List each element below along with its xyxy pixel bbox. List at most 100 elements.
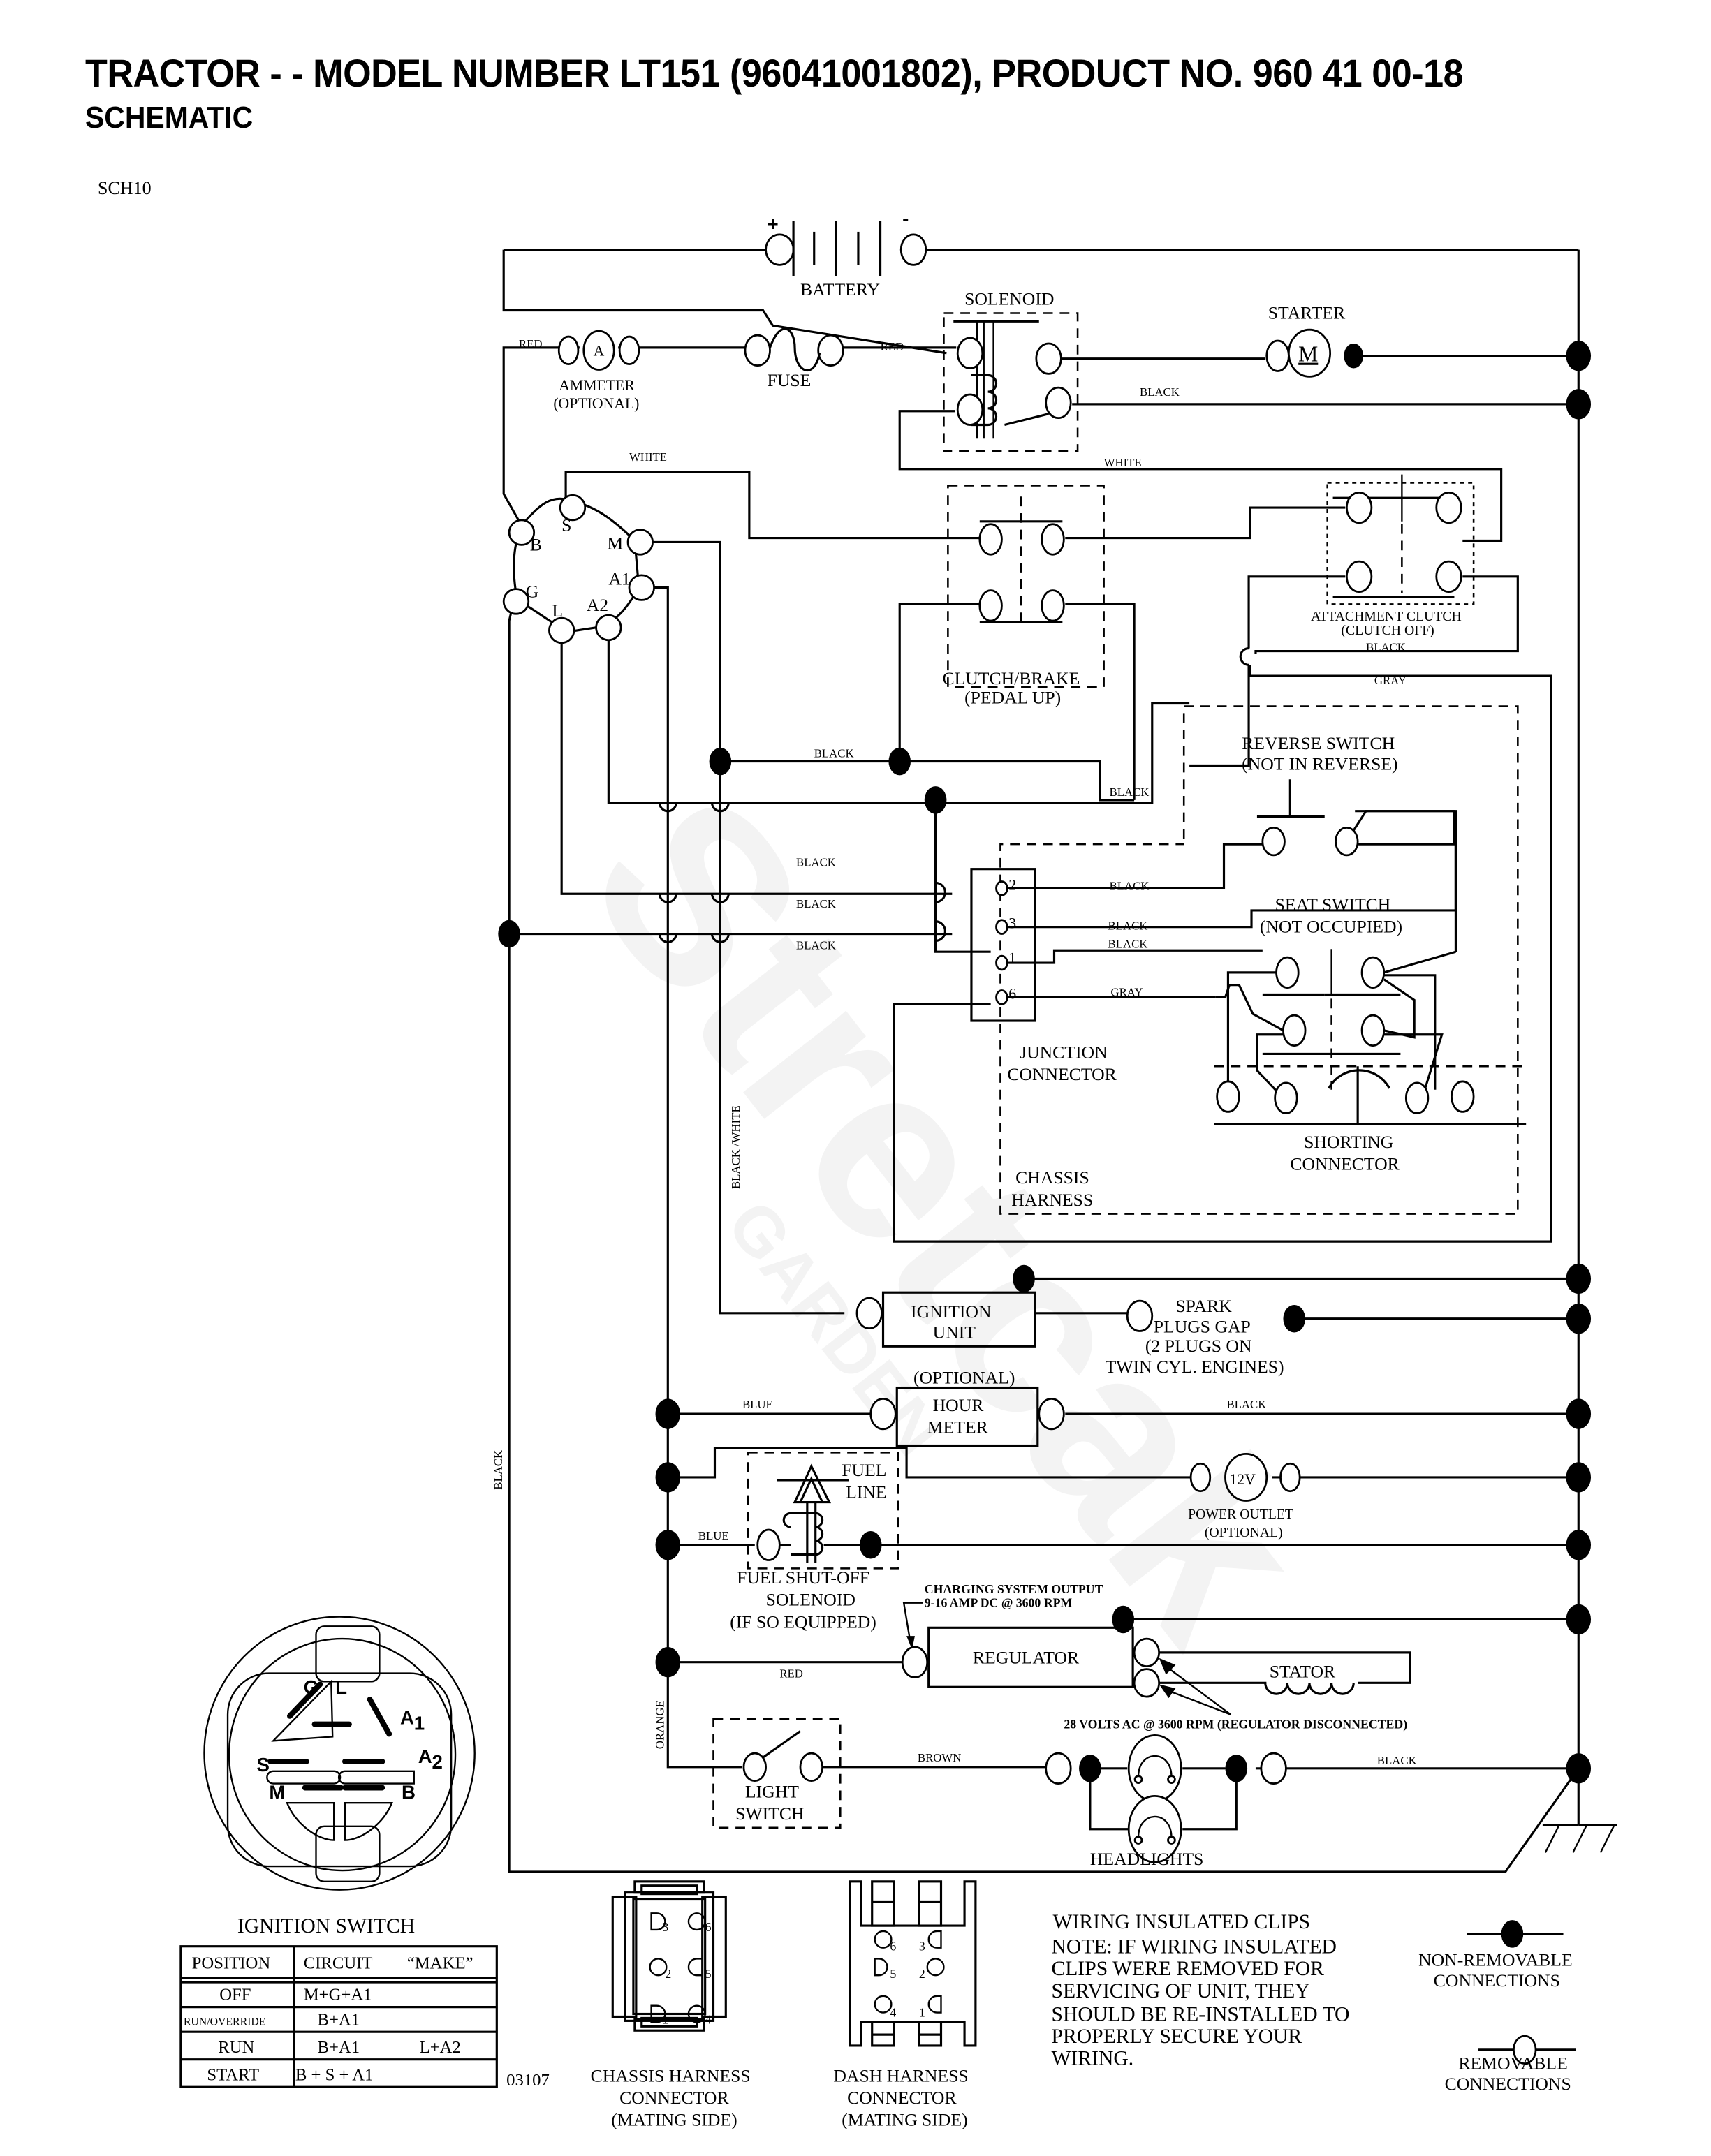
page-subtitle: SCHEMATIC <box>85 101 254 135</box>
svg-text:A1: A1 <box>608 569 630 589</box>
svg-text:9-16 AMP DC @ 3600 RPM: 9-16 AMP DC @ 3600 RPM <box>925 1596 1073 1610</box>
watermark: Stretcak GARDEN <box>538 745 1360 1689</box>
svg-text:SWITCH: SWITCH <box>735 1803 804 1824</box>
battery-plus-icon: + <box>768 213 779 235</box>
non-removable-connection-dots <box>498 340 1592 1784</box>
svg-text:28 VOLTS AC @ 3600 RPM (REGULA: 28 VOLTS AC @ 3600 RPM (REGULATOR DISCON… <box>1064 1718 1407 1732</box>
battery-minus-icon: - <box>902 207 909 229</box>
svg-text:(OPTIONAL): (OPTIONAL) <box>913 1368 1015 1388</box>
svg-text:RED: RED <box>519 337 543 350</box>
table-cell: B + S + A1 <box>295 2065 374 2084</box>
page-title: TRACTOR - - MODEL NUMBER LT151 (96041001… <box>85 51 1464 95</box>
table-cell: B+A1 <box>317 2010 360 2029</box>
ignition-unit: IGNITION UNIT <box>856 1291 1036 1348</box>
junction-connector: 2 3 1 6 JUNCTION CONNECTOR BLACK BLACK B… <box>970 868 1150 1084</box>
svg-text:2: 2 <box>919 1967 925 1981</box>
legend: NON-REMOVABLE CONNECTIONS REMOVABLE CONN… <box>1418 1920 1576 2094</box>
svg-text:GRAY: GRAY <box>1374 674 1407 687</box>
svg-text:CONNECTOR: CONNECTOR <box>1290 1153 1400 1174</box>
svg-text:1: 1 <box>1008 950 1016 966</box>
svg-text:4: 4 <box>890 2005 896 2019</box>
svg-text:(NOT IN REVERSE): (NOT IN REVERSE) <box>1242 753 1397 774</box>
wire-label-black: BLACK <box>796 897 836 910</box>
svg-text:NON-REMOVABLE: NON-REMOVABLE <box>1418 1949 1573 1970</box>
ignition-switch-diagram: G L A 1 A 2 S M B IGNITION SWITCH <box>203 1616 476 1937</box>
svg-text:REMOVABLE: REMOVABLE <box>1458 2053 1567 2074</box>
solenoid: SOLENOID BLACK <box>943 289 1180 452</box>
svg-text:1: 1 <box>662 2012 668 2026</box>
svg-text:M: M <box>269 1781 285 1803</box>
svg-text:(2 PLUGS ON: (2 PLUGS ON <box>1145 1336 1252 1356</box>
wire-label-white: WHITE <box>1104 456 1142 469</box>
svg-text:SOLENOID: SOLENOID <box>766 1590 856 1610</box>
table-header: CIRCUIT <box>304 1954 373 1972</box>
svg-text:UNIT: UNIT <box>933 1322 976 1342</box>
svg-text:6: 6 <box>1008 985 1016 1002</box>
svg-text:BLUE: BLUE <box>698 1529 729 1542</box>
attachment-clutch-switch: ATTACHMENT CLUTCH (CLUTCH OFF) BLACK GRA… <box>1311 474 1475 687</box>
svg-text:AMMETER: AMMETER <box>559 377 635 394</box>
svg-text:RED: RED <box>881 340 904 353</box>
svg-text:A: A <box>400 1707 414 1729</box>
svg-text:JUNCTION: JUNCTION <box>1020 1042 1108 1062</box>
svg-text:6: 6 <box>890 1940 896 1954</box>
light-switch: LIGHT SWITCH BROWN <box>712 1718 961 1829</box>
svg-text:BLACK: BLACK <box>1366 641 1406 654</box>
hour-meter: (OPTIONAL) HOUR METER BLUE BLACK <box>742 1368 1266 1447</box>
legend-removable: REMOVABLE CONNECTIONS <box>1445 2035 1576 2094</box>
svg-text:SHORTING: SHORTING <box>1304 1132 1393 1152</box>
svg-text:B: B <box>530 534 542 554</box>
svg-text:FUEL SHUT-OFF: FUEL SHUT-OFF <box>737 1567 869 1588</box>
ignition-switch-title: IGNITION SWITCH <box>237 1915 415 1937</box>
table-cell: M+G+A1 <box>304 1986 372 2004</box>
svg-text:POWER OUTLET: POWER OUTLET <box>1188 1507 1293 1522</box>
ammeter: A AMMETER (OPTIONAL) RED <box>519 330 640 412</box>
svg-text:HOUR: HOUR <box>933 1395 985 1415</box>
svg-text:CONNECTOR: CONNECTOR <box>619 2088 729 2108</box>
svg-text:BLACK: BLACK <box>1110 879 1150 892</box>
table-cell: B+A1 <box>317 2038 360 2057</box>
svg-text:(NOT OCCUPIED): (NOT OCCUPIED) <box>1260 917 1402 937</box>
svg-text:12V: 12V <box>1229 1471 1256 1488</box>
svg-text:LIGHT: LIGHT <box>745 1781 799 1801</box>
battery: + - BATTERY <box>765 207 927 300</box>
svg-text:5: 5 <box>890 1967 896 1981</box>
wire-label-black: BLACK <box>492 1450 505 1490</box>
svg-text:CONNECTOR: CONNECTOR <box>847 2088 957 2108</box>
svg-text:1: 1 <box>414 1713 425 1734</box>
svg-text:RED: RED <box>779 1667 803 1680</box>
svg-text:HEADLIGHTS: HEADLIGHTS <box>1090 1849 1204 1869</box>
svg-text:CONNECTOR: CONNECTOR <box>1007 1064 1117 1084</box>
svg-text:NOTE: IF WIRING INSULATED: NOTE: IF WIRING INSULATED <box>1052 1936 1337 1958</box>
starter: M STARTER <box>1265 302 1346 378</box>
svg-text:2: 2 <box>665 1967 671 1981</box>
svg-text:CLUTCH/BRAKE: CLUTCH/BRAKE <box>942 668 1080 688</box>
wire-label-black: BLACK <box>796 938 836 952</box>
svg-text:S: S <box>257 1754 270 1775</box>
spark-plugs: SPARK PLUGS GAP (2 PLUGS ON TWIN CYL. EN… <box>1106 1296 1284 1377</box>
table-header: POSITION <box>192 1954 271 1972</box>
table-cell: RUN/OVERRIDE <box>184 2016 266 2028</box>
ignition-terminal-block: S B M A1 G L A2 <box>502 494 655 644</box>
svg-text:G: G <box>304 1676 319 1698</box>
svg-text:4: 4 <box>705 2012 712 2026</box>
schematic-code: SCH10 <box>98 178 152 198</box>
wire-label-black: BLACK <box>796 856 836 869</box>
regulator: CHARGING SYSTEM OUTPUT 9-16 AMP DC @ 360… <box>779 1582 1161 1698</box>
table-cell: RUN <box>218 2038 254 2057</box>
svg-text:(CLUTCH OFF): (CLUTCH OFF) <box>1341 623 1434 638</box>
svg-text:A2: A2 <box>587 595 608 615</box>
svg-text:SPARK: SPARK <box>1175 1296 1232 1316</box>
svg-text:CONNECTIONS: CONNECTIONS <box>1445 2074 1571 2094</box>
seat-switch: SEAT SWITCH (NOT OCCUPIED) <box>1214 894 1527 1125</box>
svg-text:(IF SO EQUIPPED): (IF SO EQUIPPED) <box>730 1611 876 1632</box>
svg-text:PROPERLY SECURE YOUR: PROPERLY SECURE YOUR <box>1052 2025 1302 2048</box>
svg-text:CLIPS WERE REMOVED FOR: CLIPS WERE REMOVED FOR <box>1052 1958 1325 1980</box>
svg-text:(PEDAL UP): (PEDAL UP) <box>964 688 1061 708</box>
open-dot-icon <box>1513 2035 1537 2065</box>
table-cell: START <box>207 2065 259 2084</box>
svg-text:A: A <box>594 343 605 360</box>
table-header: “MAKE” <box>407 1954 473 1972</box>
svg-text:L: L <box>335 1676 347 1698</box>
svg-text:DASH HARNESS: DASH HARNESS <box>833 2065 968 2085</box>
